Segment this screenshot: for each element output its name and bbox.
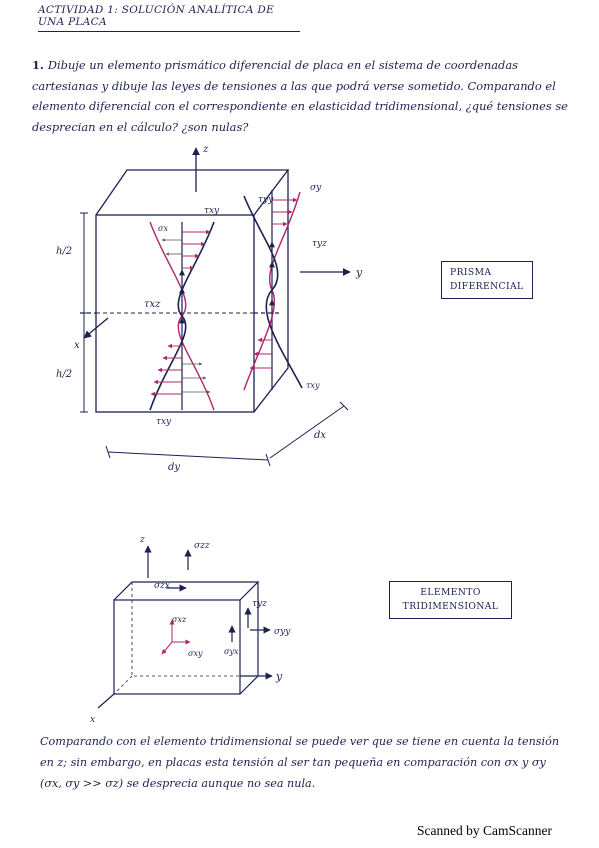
element-inner-axes [161, 619, 191, 655]
scanner-watermark: Scanned by CamScanner [417, 823, 552, 838]
h-bottom-label: h/2 [56, 369, 72, 380]
tx-left-label: σx [158, 224, 168, 233]
fig2-x-axis [97, 693, 115, 709]
dx-label: dx [314, 430, 326, 441]
element-3d-figure [97, 545, 273, 709]
fig1-x-label: x [74, 340, 80, 351]
right-stress-diagram [243, 190, 303, 391]
sxy-label: σxy [188, 649, 203, 658]
fig1-z-label: z [202, 144, 209, 155]
prism-right-face [253, 170, 289, 413]
tyy-top-label: τyy [258, 195, 274, 205]
activity-title: ACTIVIDAD 1: SOLUCIÓN ANALÍTICA DE UNA P… [38, 4, 300, 32]
prism-figure [80, 147, 351, 467]
sxz-label: σxz [172, 615, 187, 624]
syz-label: τyz [252, 599, 267, 609]
szx-label: σzx [154, 581, 170, 591]
element-front-face [113, 599, 241, 695]
x-axis [83, 317, 109, 339]
element-label-line2: TRIDIMENSIONAL [402, 601, 499, 612]
txy-bottom-label: τxy [156, 417, 172, 427]
element-top-face [113, 581, 260, 601]
left-stress-diagram [149, 221, 215, 411]
conclusion-paragraph: Comparando con el elemento tridimensiona… [40, 735, 560, 790]
element-label-line1: ELEMENTO [420, 587, 481, 598]
h-top-label: h/2 [56, 246, 72, 257]
prism-label-box: PRISMA DIFERENCIAL [441, 261, 533, 299]
question-paragraph: 1.Dibuje un elemento prismático diferenc… [32, 55, 577, 137]
fig1-y-label: y [355, 266, 363, 279]
prism-label-line1: PRISMA [450, 267, 492, 278]
fig2-z-label: z [139, 535, 145, 545]
question-text: Dibuje un elemento prismático diferencia… [32, 58, 568, 134]
question-number: 1. [32, 58, 44, 72]
prism-label-line2: DIFERENCIAL [450, 281, 524, 292]
txy-top-label: τxy [204, 206, 220, 216]
element-label-box: ELEMENTO TRIDIMENSIONAL [389, 581, 512, 619]
sy-label: σy [310, 183, 322, 193]
fig2-x-label: x [90, 715, 95, 725]
dy-label: dy [168, 462, 180, 473]
txy-right-label: τxy [306, 381, 320, 390]
syy-label: σyy [274, 627, 291, 637]
szz-label: σzz [194, 541, 210, 551]
tyz-label: τyz [312, 239, 327, 249]
prism-top-face [95, 169, 290, 216]
dx-dimension-line [269, 405, 345, 459]
fig2-y-label: y [275, 670, 283, 683]
dy-dimension-line [107, 451, 269, 461]
txz-label: τxz [144, 299, 161, 310]
syx-label: σyx [224, 647, 239, 656]
